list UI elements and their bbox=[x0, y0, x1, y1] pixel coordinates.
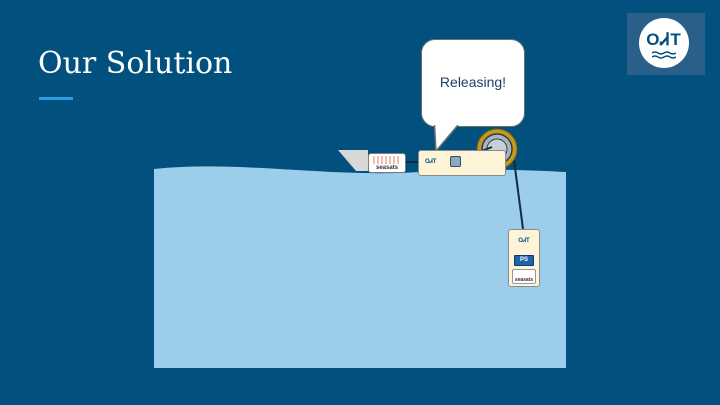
water bbox=[154, 166, 566, 368]
ps-badge: PS bbox=[514, 255, 534, 266]
bubble-text: Releasing! bbox=[422, 74, 524, 90]
speech-bubble: Releasing! bbox=[421, 39, 525, 127]
release-knob bbox=[450, 156, 461, 167]
release-unit: OᏗT bbox=[418, 150, 506, 176]
brand-graphic bbox=[373, 156, 401, 164]
pod-brand-label: seasats bbox=[512, 269, 536, 284]
sensor-pod: OᏗT PS seasats bbox=[508, 229, 540, 287]
speech-bubble-tail bbox=[434, 125, 480, 153]
release-logo-label: OᏗT bbox=[425, 159, 436, 166]
pod-logo-label: OᏗT bbox=[509, 238, 539, 245]
boat-hull bbox=[338, 150, 368, 171]
surface-buoy: seasats bbox=[368, 153, 406, 173]
buoy-brand-label: seasats bbox=[376, 165, 398, 171]
